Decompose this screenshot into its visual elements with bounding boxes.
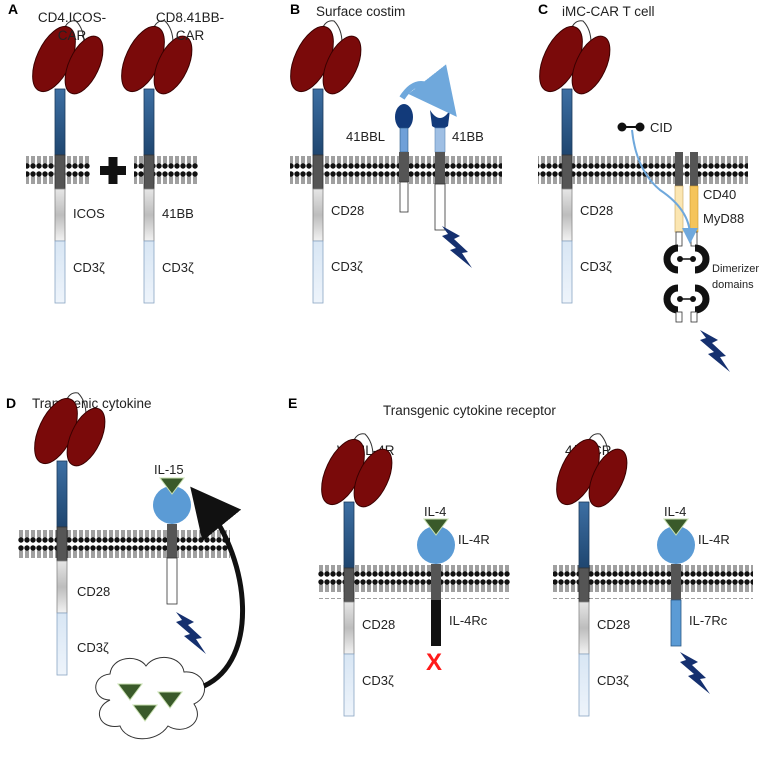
membrane <box>290 152 502 186</box>
domain-label: CD40 <box>703 187 736 202</box>
cid-molecule <box>617 122 645 132</box>
domain-label: ICOS <box>73 206 105 221</box>
panel-b: B Surface costim 41BBL 41BB CD28 CD3ζ <box>281 1 502 304</box>
signal-lightning-icon <box>442 226 472 268</box>
panel-title: Transgenic cytokine receptor <box>383 403 556 418</box>
binding-arrow <box>399 64 457 117</box>
signal-lightning-icon <box>176 612 206 654</box>
domain-label: CD3ζ <box>580 259 612 274</box>
receptor-label: IL-4R <box>458 532 490 547</box>
icr-receptor <box>657 526 695 647</box>
ligand-label: 41BBL <box>346 129 385 144</box>
dimerizer-label: domains <box>712 279 754 291</box>
panel-d: D Transgenic cytokine IL-15 CD28 CD3ζ <box>6 391 245 740</box>
blocked-x-icon: X <box>426 649 442 676</box>
domain-label: CD28 <box>77 584 110 599</box>
signal-lightning-icon <box>680 652 710 694</box>
domain-label: CD28 <box>580 203 613 218</box>
car-label: CD8.41BB- <box>156 10 224 25</box>
dimerizer-label: Dimerizer <box>712 263 759 275</box>
receptor-41bb <box>430 110 450 231</box>
domain-label: CD3ζ <box>73 260 105 275</box>
panel-a: A CD4.ICOS- CAR CD8.41BB- CAR ICOS 41BB … <box>8 1 224 304</box>
membrane <box>18 524 230 558</box>
panel-title: iMC-CAR T cell <box>562 4 655 19</box>
cytokine-label: IL-4 <box>424 504 446 519</box>
panel-letter: A <box>8 1 18 17</box>
panel-letter: C <box>538 1 548 17</box>
dimerizer-domains <box>663 244 710 323</box>
domain-label: IL-7Rc <box>689 613 728 628</box>
panel-e: E Transgenic cytokine receptor WT IL-4R … <box>288 395 753 717</box>
domain-label: CD3ζ <box>331 259 363 274</box>
panel-letter: B <box>290 1 300 17</box>
domain-label: CD3ζ <box>362 673 394 688</box>
car-label: CAR <box>58 28 87 43</box>
cytokine-cloud <box>95 657 205 740</box>
panel-letter: D <box>6 395 16 411</box>
car-label: CD4.ICOS- <box>38 10 106 25</box>
cid-label: CID <box>650 120 672 135</box>
il4-receptor <box>417 526 455 646</box>
domain-label: CD28 <box>362 617 395 632</box>
domain-label: CD28 <box>597 617 630 632</box>
panel-c: C iMC-CAR T cell CID <box>530 1 759 372</box>
panel-title: Surface costim <box>316 4 405 19</box>
car-label: CAR <box>176 28 205 43</box>
receptor-label: IL-4R <box>698 532 730 547</box>
cid-arrow <box>631 129 698 244</box>
cytokine-label: IL-15 <box>154 462 184 477</box>
domain-label: CD3ζ <box>162 260 194 275</box>
domain-label: IL-4Rc <box>449 613 488 628</box>
signal-lightning-icon <box>700 330 730 372</box>
domain-label: 41BB <box>162 206 194 221</box>
il15-receptor <box>153 486 191 605</box>
domain-label: CD3ζ <box>597 673 629 688</box>
panel-letter: E <box>288 395 297 411</box>
receptor-label: 41BB <box>452 129 484 144</box>
secretion-arrow <box>190 486 245 689</box>
domain-label: CD3ζ <box>77 640 109 655</box>
plus-icon <box>100 157 126 184</box>
domain-label: CD28 <box>331 203 364 218</box>
domain-label: MyD88 <box>703 211 744 226</box>
cytokine-label: IL-4 <box>664 504 686 519</box>
